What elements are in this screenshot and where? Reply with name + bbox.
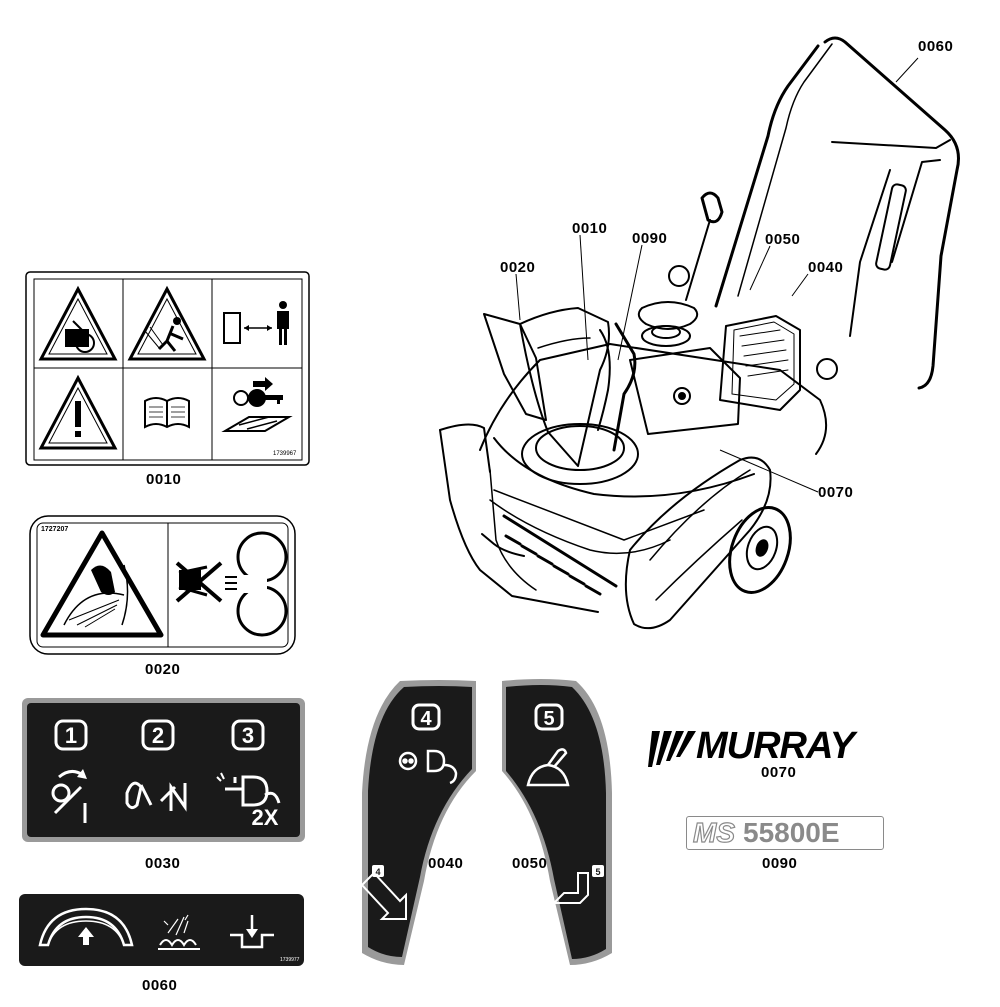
murray-wordmark: MURRAY bbox=[696, 725, 855, 767]
callout-0060: 0060 bbox=[918, 38, 954, 55]
step-2-badge: 2 bbox=[141, 719, 175, 751]
callout-0020: 0020 bbox=[500, 259, 536, 276]
warning-thrown-objects-icon bbox=[127, 285, 207, 361]
decal-0040-small-number: 4 bbox=[375, 867, 380, 877]
decal-0040-graphic: 4 4 bbox=[360, 680, 476, 965]
no-hands-auger-icon bbox=[175, 531, 288, 637]
label-0010: 0010 bbox=[146, 471, 182, 488]
keep-distance-icon bbox=[223, 301, 289, 345]
label-0060: 0060 bbox=[142, 977, 178, 994]
murray-logo: MURRAY bbox=[646, 725, 914, 771]
decal-0020-graphic: 1727207 bbox=[29, 515, 296, 655]
step-2-number: 2 bbox=[152, 723, 164, 748]
remove-key-icon bbox=[221, 377, 293, 432]
decal-0060-graphic: 1739977 bbox=[19, 894, 304, 966]
snowthrower-illustration: 0060 0010 0090 0050 0020 0040 0070 bbox=[420, 30, 980, 650]
primer-push-icon bbox=[216, 772, 281, 807]
callout-0070: 0070 bbox=[818, 484, 854, 501]
manual-book-icon bbox=[144, 397, 190, 429]
label-0090: 0090 bbox=[762, 855, 798, 872]
callout-0010: 0010 bbox=[572, 220, 608, 237]
decal-0060: 1739977 bbox=[18, 893, 305, 967]
step-1-number: 1 bbox=[65, 723, 77, 748]
repeat-2x-text: 2X bbox=[252, 805, 279, 830]
callout-0090: 0090 bbox=[632, 230, 668, 247]
decal-0050-graphic: 5 5 bbox=[502, 679, 612, 965]
chute-rotate-icon bbox=[398, 749, 458, 785]
decal-0020-part-code: 1727207 bbox=[41, 526, 68, 533]
step-3-badge: 3 bbox=[231, 719, 265, 751]
decal-0050: 5 5 bbox=[500, 677, 615, 967]
arrow-down-icon bbox=[360, 871, 407, 920]
label-0050: 0050 bbox=[512, 855, 548, 872]
general-warning-icon bbox=[38, 374, 118, 450]
choke-icon bbox=[125, 781, 187, 812]
decal-0040-number: 4 bbox=[420, 708, 432, 730]
step-1-badge: 1 bbox=[54, 719, 88, 751]
decal-0050-small-number: 5 bbox=[595, 867, 600, 877]
snowthrower-drawing bbox=[439, 36, 960, 630]
decal-0050-number: 5 bbox=[543, 708, 554, 730]
model-prefix: MS bbox=[692, 816, 735, 848]
warning-thrower-icon bbox=[38, 285, 118, 361]
label-0040: 0040 bbox=[428, 855, 464, 872]
decal-0010-part-code: 1739967 bbox=[273, 451, 297, 457]
decal-0020: 1727207 bbox=[29, 515, 296, 655]
callout-0050: 0050 bbox=[765, 231, 801, 248]
ignition-on-off-icon bbox=[51, 769, 87, 823]
label-0070: 0070 bbox=[761, 764, 797, 781]
decal-0010: 1739967 bbox=[25, 271, 310, 466]
hand-in-auger-warning-icon bbox=[40, 530, 164, 638]
handle-lever-icon bbox=[38, 907, 134, 947]
push-down-icon bbox=[230, 915, 274, 949]
auger-snow-icon bbox=[158, 914, 200, 950]
step-3-number: 3 bbox=[242, 723, 254, 748]
model-decal: MS 55800E bbox=[686, 816, 884, 850]
decal-0010-graphic: 1739967 bbox=[25, 271, 310, 466]
model-number: 55800E bbox=[743, 817, 840, 848]
decal-0060-part-code: 1739977 bbox=[280, 957, 300, 963]
label-0020: 0020 bbox=[145, 661, 181, 678]
callout-0040: 0040 bbox=[808, 259, 844, 276]
decal-0030-graphic: 1 2 3 2X bbox=[22, 698, 305, 842]
murray-slash-mark bbox=[648, 731, 696, 767]
decal-0040: 4 4 bbox=[360, 677, 478, 967]
arrow-curve-icon bbox=[551, 872, 589, 904]
decal-0030: 1 2 3 2X bbox=[21, 697, 306, 843]
deflector-icon bbox=[526, 748, 570, 787]
label-0030: 0030 bbox=[145, 855, 181, 872]
